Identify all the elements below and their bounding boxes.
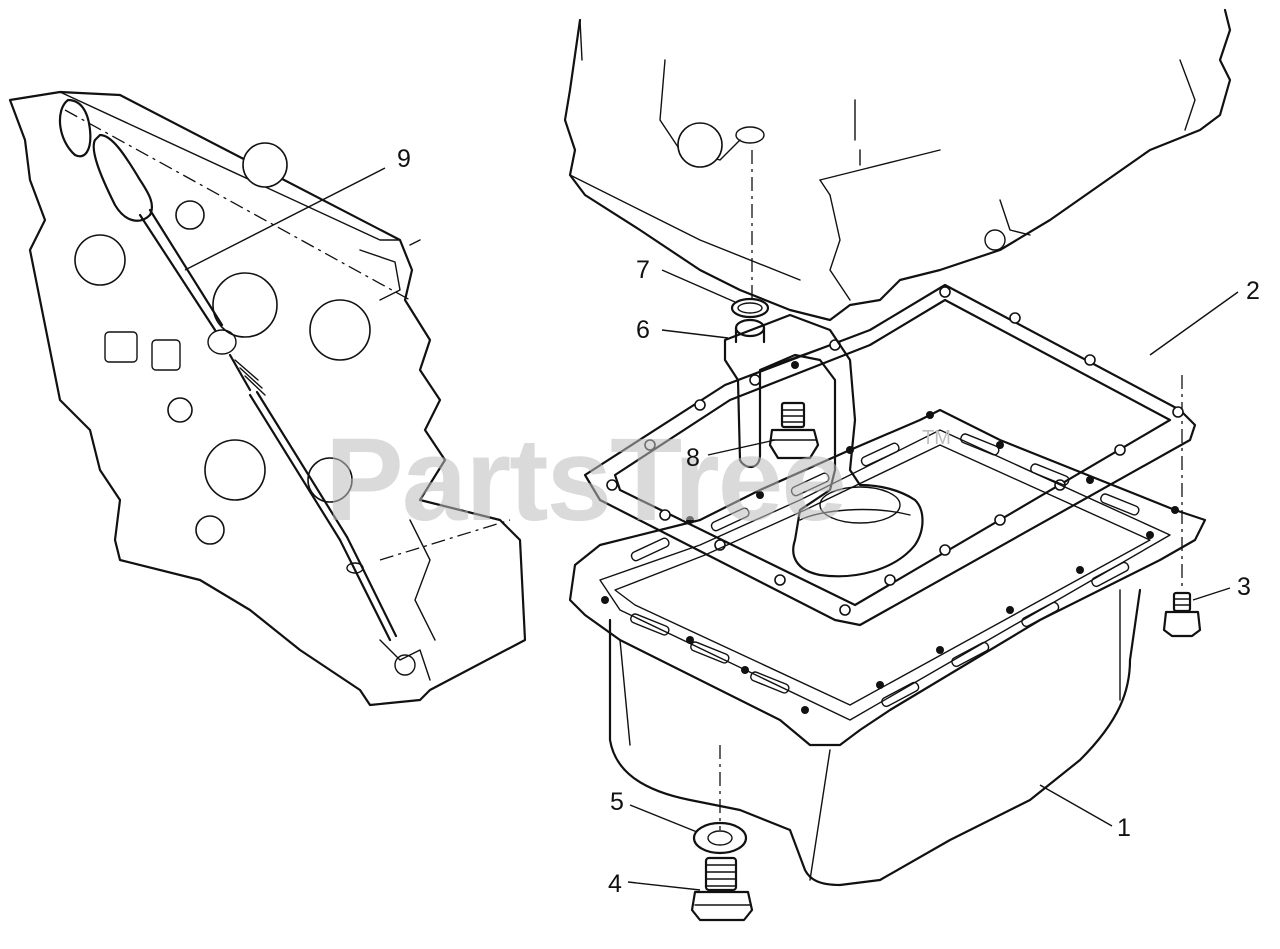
leader-1 [1039, 784, 1113, 827]
leader-3 [1192, 587, 1231, 601]
callout-1: 1 [1117, 814, 1131, 842]
pan-bolt [1162, 591, 1202, 638]
drain-washer [692, 821, 748, 855]
callout-7: 7 [636, 256, 650, 284]
oil-pan [568, 408, 1207, 887]
leader-5 [629, 804, 698, 833]
callout-3: 3 [1237, 573, 1251, 601]
drain-plug [690, 856, 754, 922]
engine-block-left [8, 90, 527, 707]
engine-block-upper [563, 8, 1232, 322]
callout-8: 8 [686, 444, 700, 472]
callout-2: 2 [1246, 277, 1260, 305]
leader-lines [184, 167, 1239, 891]
callout-labels: 9 7 6 8 2 3 1 5 4 [397, 145, 1260, 898]
leader-9 [184, 167, 386, 271]
watermark-text: PartsTree [325, 414, 845, 546]
leader-7 [661, 269, 736, 303]
watermark-trademark: TM [922, 427, 951, 449]
callout-6: 6 [636, 316, 650, 344]
callout-4: 4 [608, 870, 622, 898]
dipstick [58, 98, 398, 642]
leader-4 [627, 881, 701, 891]
strainer-bolt [768, 401, 820, 460]
o-ring [730, 297, 770, 319]
leader-8 [707, 439, 776, 456]
leader-6 [661, 329, 729, 339]
callout-9: 9 [397, 145, 411, 173]
oil-strainer [723, 313, 924, 578]
watermark: PartsTree TM [325, 414, 951, 546]
leader-2 [1149, 291, 1239, 356]
callout-5: 5 [610, 788, 624, 816]
